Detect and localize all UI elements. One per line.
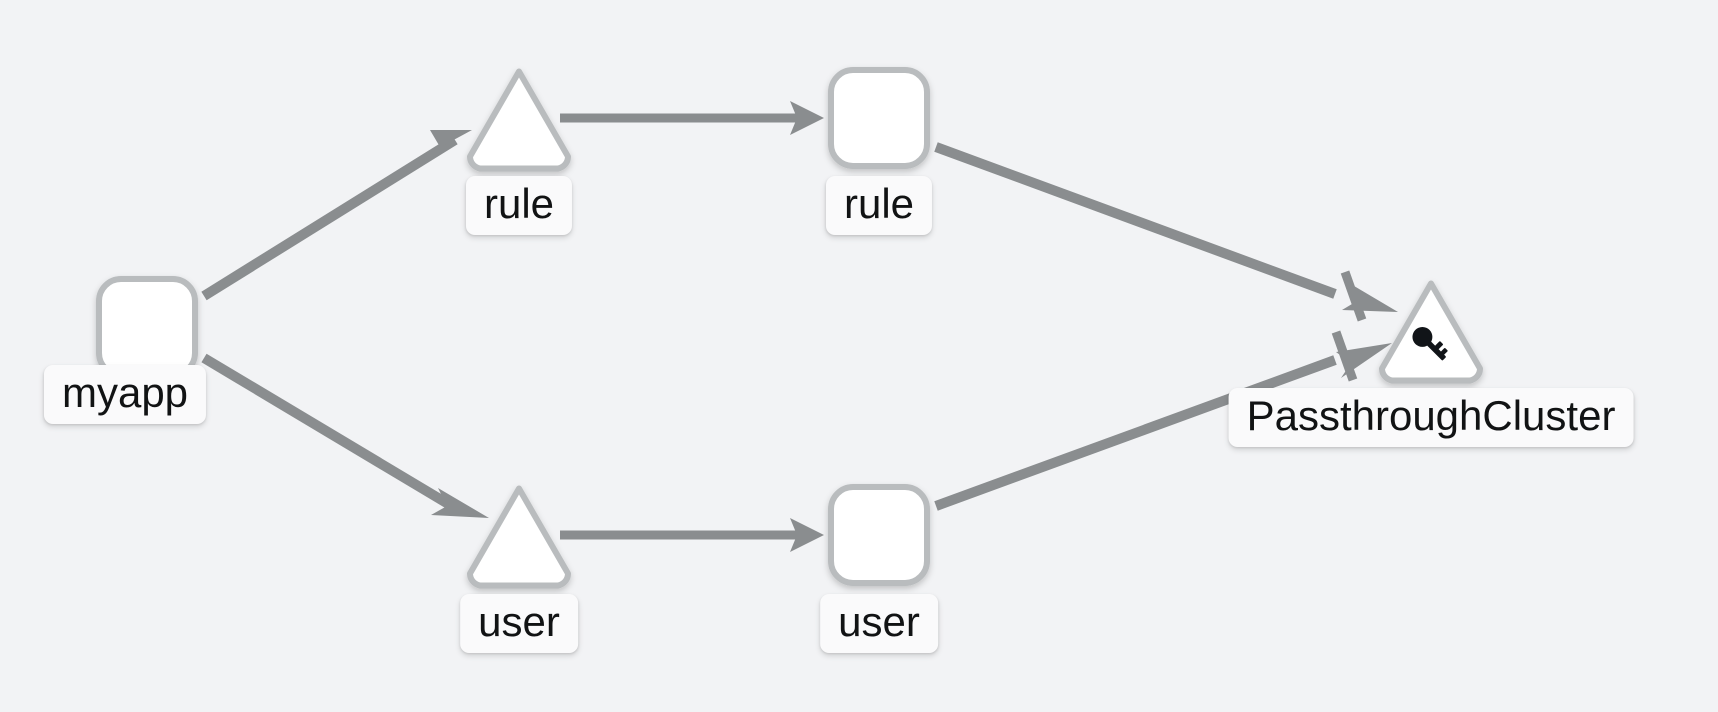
- node-rule-triangle[interactable]: [454, 56, 584, 181]
- edge-user-to-passthrough[interactable]: [934, 330, 1392, 511]
- node-user-square[interactable]: [819, 475, 939, 595]
- node-user-triangle[interactable]: [454, 473, 584, 598]
- node-label-passthroughcluster: PassthroughCluster: [1228, 388, 1634, 448]
- rounded-triangle-shape: [467, 485, 571, 589]
- node-passthroughcluster[interactable]: [1366, 268, 1496, 393]
- node-label-rule-triangle: rule: [465, 176, 573, 236]
- edge-rule-to-passthrough[interactable]: [934, 142, 1398, 322]
- edge-rule-to-rule[interactable]: [560, 101, 824, 135]
- key-icon: [1412, 326, 1448, 360]
- node-label-myapp: myapp: [43, 365, 207, 425]
- rounded-square-shape: [828, 67, 930, 169]
- edge-myapp-to-user[interactable]: [201, 353, 489, 518]
- edge-user-to-user[interactable]: [560, 518, 824, 552]
- node-label-user-square: user: [820, 594, 938, 654]
- node-label-user-triangle: user: [460, 594, 578, 654]
- edge-myapp-to-rule[interactable]: [201, 130, 472, 301]
- rounded-square-shape: [828, 484, 930, 586]
- node-rule-square[interactable]: [819, 58, 939, 178]
- rounded-triangle-shape: [467, 68, 571, 172]
- node-label-rule-square: rule: [825, 176, 933, 236]
